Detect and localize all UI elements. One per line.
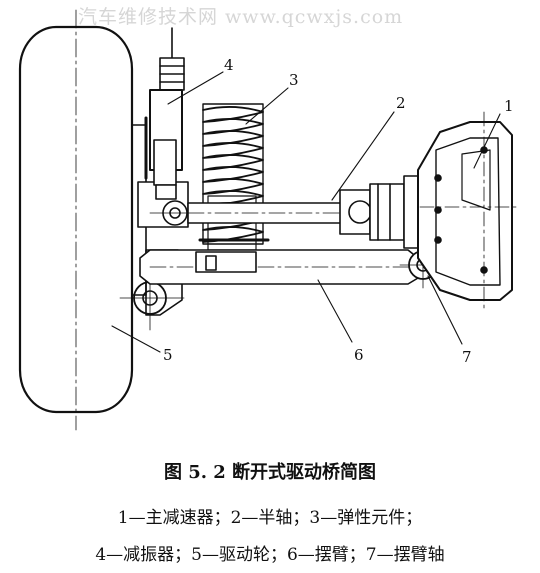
drive-wheel-part	[18, 9, 134, 431]
callout-5: 5	[163, 346, 173, 364]
leader-lines	[111, 71, 501, 353]
callout-3: 3	[289, 71, 299, 89]
callout-2: 2	[396, 94, 406, 112]
hub-knuckle-part	[119, 124, 201, 331]
watermark-text: 汽车维修技术网 www.qcwxjs.com	[78, 6, 404, 28]
callout-7: 7	[462, 348, 472, 366]
drive-axle-drawing: 1 2 3 4 5 6 7	[18, 9, 521, 431]
swing-arm-part	[139, 249, 431, 285]
callout-1: 1	[504, 97, 514, 115]
shock-absorber-part	[144, 27, 185, 200]
legend-line: 1—主减速器；2—半轴；3—弹性元件；	[117, 508, 423, 528]
figure-title: 图 5. 2 断开式驱动桥简图	[163, 462, 377, 483]
half-shaft-part	[187, 175, 419, 249]
legend-line: 4—减振器；5—驱动轮；6—摆臂；7—摆臂轴	[95, 545, 445, 565]
callout-4: 4	[224, 56, 234, 74]
coil-spring-part	[198, 103, 270, 251]
final-drive-part	[417, 111, 521, 311]
callout-6: 6	[354, 346, 364, 364]
